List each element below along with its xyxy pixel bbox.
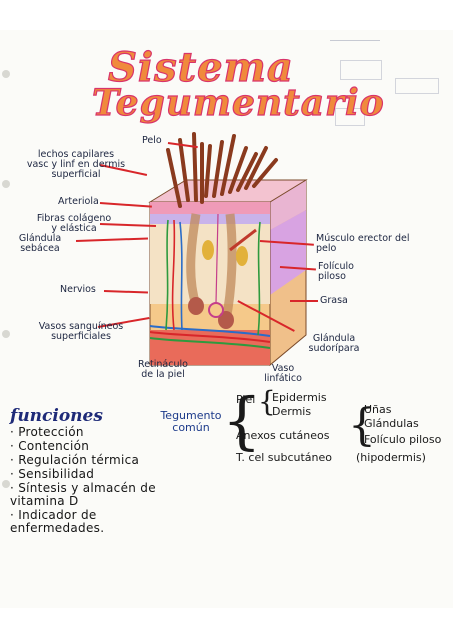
epidermis-label: Epidermis [272, 391, 327, 404]
dermis-label: Dermis [272, 405, 312, 418]
list-item: · Indicador de enfermedades. [10, 508, 105, 535]
binder-hole [2, 330, 10, 338]
list-item: · Protección [10, 425, 84, 439]
label-vaso-linfatico: Vaso linfático [264, 363, 302, 384]
tcel-label: T. cel subcutáneo [236, 451, 333, 464]
brace-icon: { [348, 400, 376, 451]
label-vasos: Vasos sanguíneos superficiales [38, 321, 124, 342]
list-item: · Sensibilidad [10, 467, 95, 481]
title-line-1: Sistema [107, 43, 294, 91]
tegumento-label: Tegumento común [160, 409, 222, 434]
label-foliculo: Folículo piloso [318, 261, 354, 282]
funciones-list: · Protección · Contención · Regulación t… [10, 426, 170, 536]
funciones-title: funciones [10, 406, 103, 426]
binder-hole [2, 70, 10, 78]
bleed-through-mark [330, 40, 380, 45]
label-nervios: Nervios [60, 284, 96, 295]
label-grasa: Grasa [320, 295, 348, 306]
label-glandula-sebacea: Glándula sebácea [18, 233, 62, 254]
label-retinaculo: Retináculo de la piel [138, 359, 188, 380]
notebook-page: Sistema Tegumentario [0, 30, 453, 608]
brace-icon: { [222, 384, 262, 457]
label-pelo: Pelo [142, 135, 162, 146]
bleed-through-mark [335, 108, 365, 126]
foliculo-piloso-label: Folículo piloso [364, 433, 442, 446]
label-glandula-sudoripara: Glándula sudorípara [308, 333, 360, 354]
label-arteriola: Arteriola [58, 196, 99, 207]
piel-label: Piel [236, 393, 256, 406]
glandulas-label: Glándulas [364, 417, 419, 430]
label-lechos-capilares: lechos capilares vasc y linf en dermis s… [26, 149, 126, 180]
skin-diagram [148, 132, 308, 367]
hipodermis-label: (hipodermis) [356, 451, 426, 464]
leader-line [290, 300, 318, 302]
list-item: · Síntesis y almacén de vitamina D [10, 481, 156, 508]
list-item: · Regulación térmica [10, 453, 140, 467]
list-item: · Contención [10, 439, 90, 453]
binder-hole [2, 480, 10, 488]
bleed-through-mark [395, 78, 439, 94]
label-fibras: Fibras colágeno y elástica [36, 213, 112, 234]
bleed-through-mark [340, 60, 382, 80]
unas-label: Uñas [364, 403, 392, 416]
brace-icon: { [258, 385, 276, 418]
anexos-label: Anexos cutáneos [236, 429, 330, 442]
label-musculo-erector: Músculo erector del pelo [316, 233, 410, 254]
title-line-2: Tegumentario [91, 81, 385, 124]
binder-hole [2, 180, 10, 188]
